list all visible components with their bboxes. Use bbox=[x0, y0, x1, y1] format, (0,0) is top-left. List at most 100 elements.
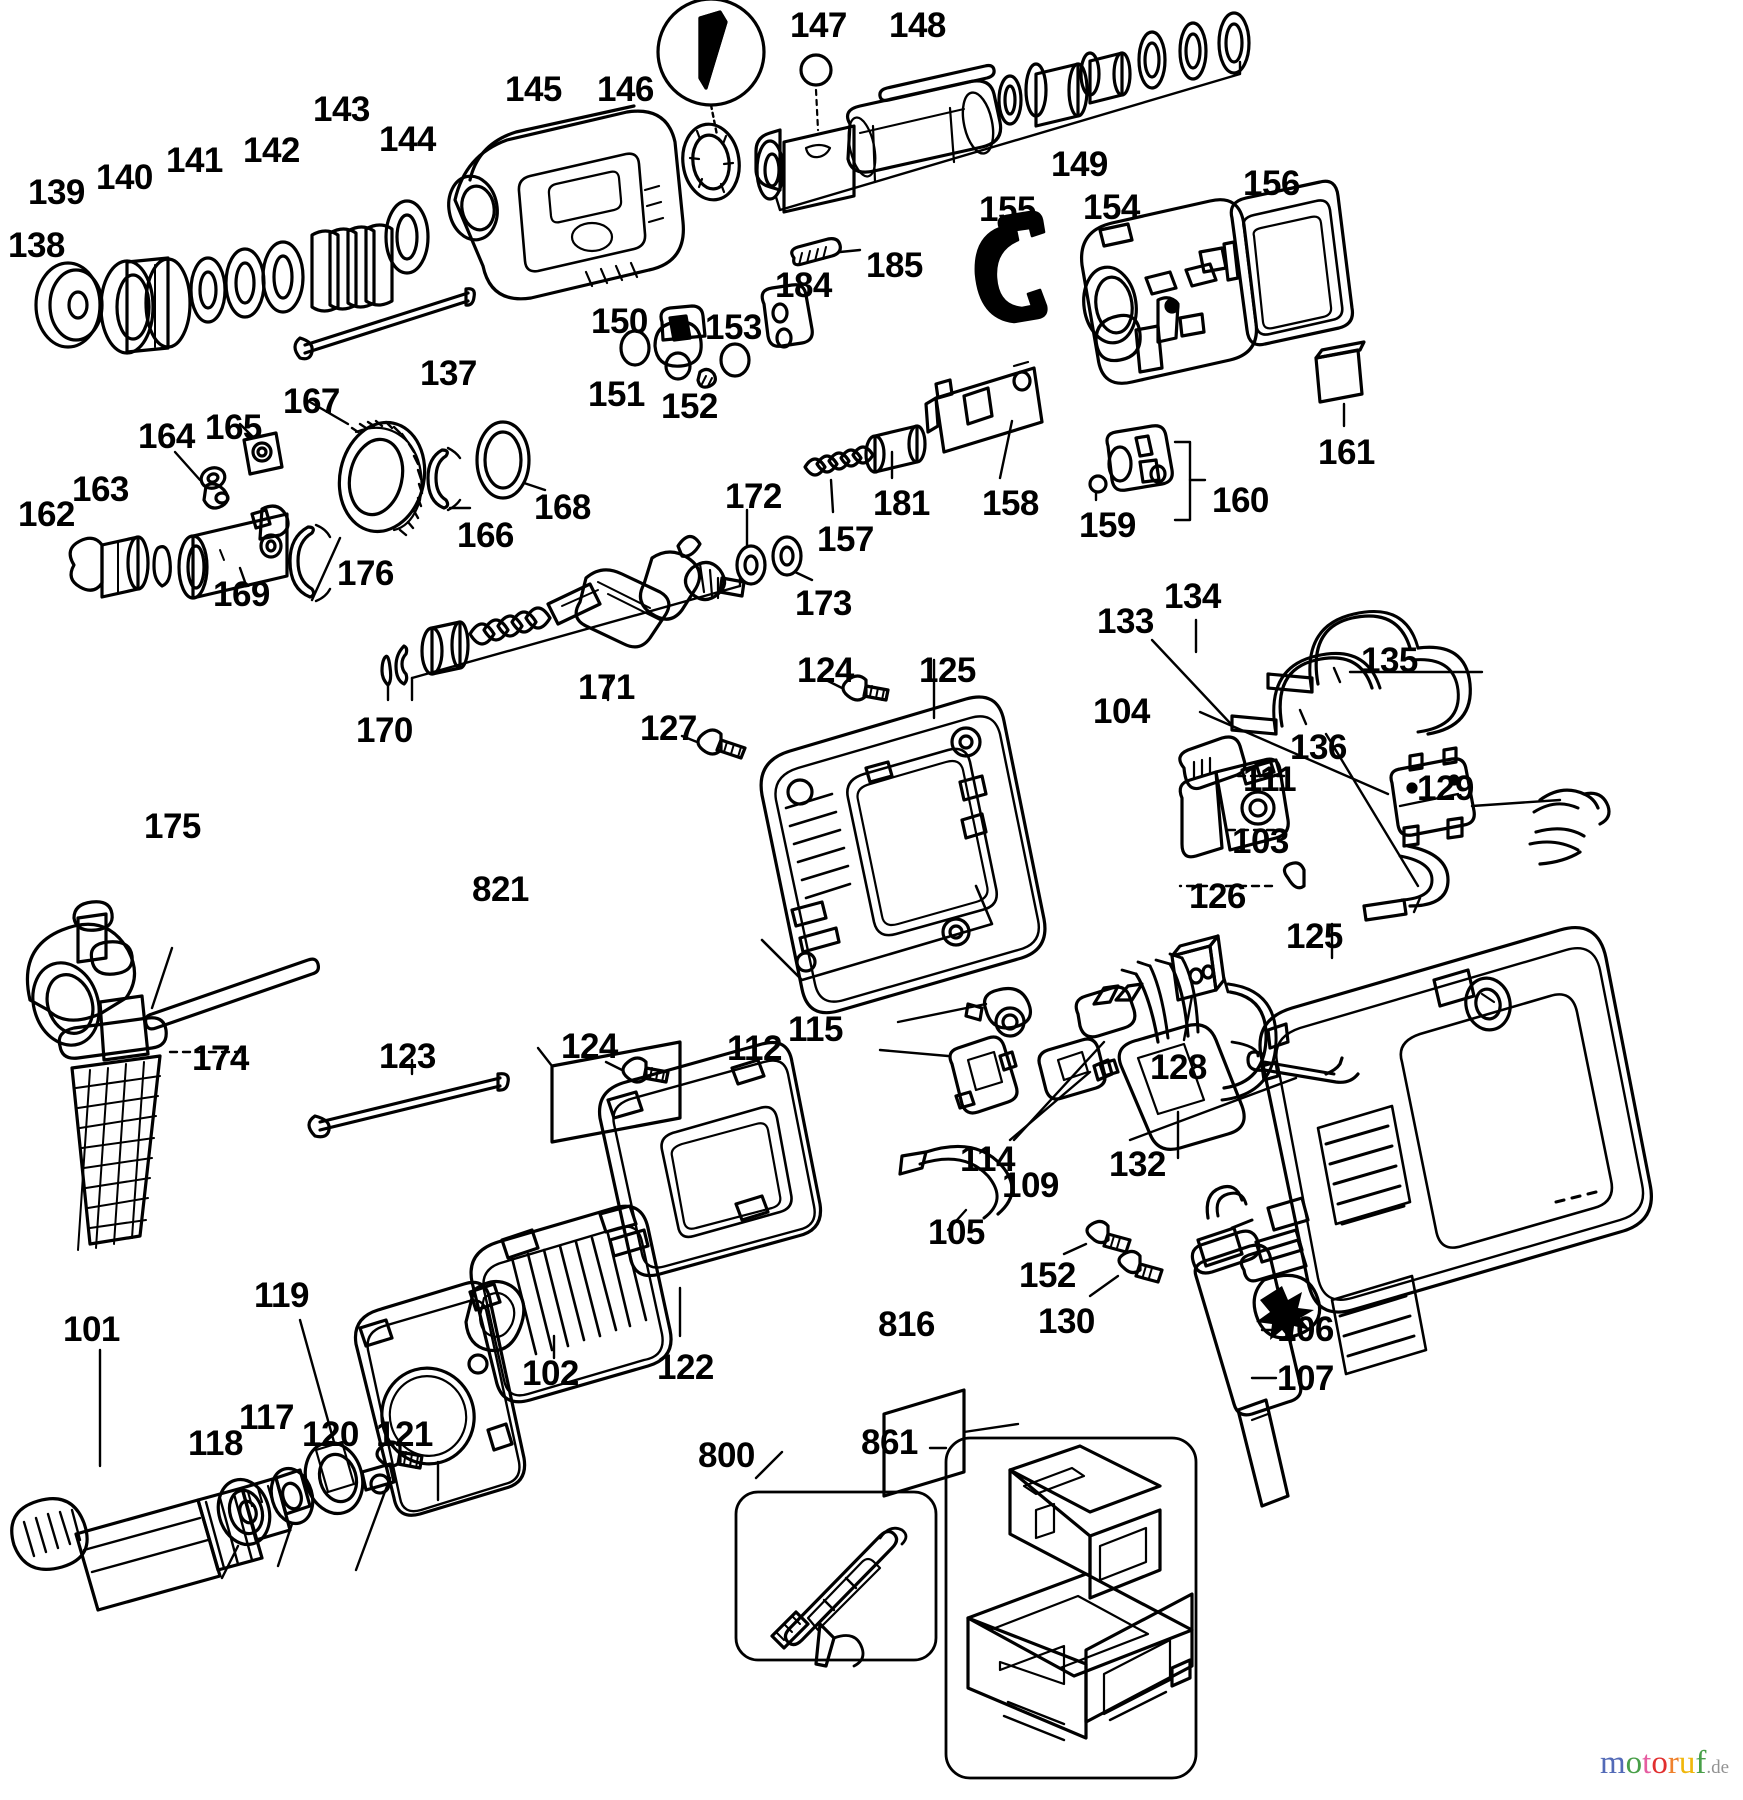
watermark-letter-o1: o bbox=[1625, 1745, 1643, 1781]
callout-158: 158 bbox=[982, 484, 1039, 523]
callout-119: 119 bbox=[254, 1276, 309, 1315]
part-150-151-152-153-mode-knob bbox=[619, 304, 751, 389]
part-133-wire-terminal bbox=[1150, 638, 1382, 736]
part-167-knurled-ring bbox=[308, 400, 427, 537]
callout-133: 133 bbox=[1097, 602, 1154, 641]
callout-124-lower: 124 bbox=[561, 1027, 618, 1066]
callout-114: 114 bbox=[960, 1140, 1015, 1179]
callout-181: 181 bbox=[873, 484, 930, 523]
part-137-screw bbox=[293, 287, 476, 361]
callout-115: 115 bbox=[788, 1010, 843, 1049]
part-166-snap-ring bbox=[426, 446, 472, 512]
part-122-motor-housing bbox=[597, 1040, 823, 1338]
part-144-washer bbox=[384, 199, 430, 275]
part-184-bracket bbox=[760, 283, 814, 349]
part-121-end-cap bbox=[353, 1280, 527, 1517]
part-106-107-cord bbox=[1190, 1184, 1322, 1508]
part-115-brush-cap bbox=[896, 986, 1032, 1038]
part-134-wire-terminal bbox=[1194, 610, 1420, 694]
callout-140: 140 bbox=[96, 158, 153, 197]
part-149-piston-assembly bbox=[754, 11, 1251, 214]
part-112-brush-holder bbox=[878, 1035, 1019, 1115]
callout-142: 142 bbox=[243, 131, 300, 170]
part-164-set-screw-pair bbox=[173, 450, 230, 510]
part-171-piston-assembly bbox=[394, 534, 746, 702]
callout-122: 122 bbox=[657, 1348, 714, 1387]
part-123-screw bbox=[307, 1058, 510, 1139]
callout-127: 127 bbox=[640, 709, 697, 748]
callout-151: 151 bbox=[588, 375, 645, 414]
part-169-coupling bbox=[177, 504, 290, 600]
callout-150: 150 bbox=[591, 302, 648, 341]
callout-124-upper: 124 bbox=[797, 651, 854, 690]
callout-176: 176 bbox=[337, 554, 394, 593]
callout-154: 154 bbox=[1083, 188, 1140, 227]
part-148-pin bbox=[878, 63, 996, 103]
part-136-wire-terminal bbox=[1324, 732, 1450, 922]
part-130-screw bbox=[1088, 1249, 1164, 1298]
callout-163: 163 bbox=[72, 470, 129, 509]
part-146-detail-bubble bbox=[656, 0, 766, 137]
callout-821: 821 bbox=[472, 870, 529, 909]
part-119-bearing bbox=[298, 1318, 365, 1516]
watermark-letter-u: u bbox=[1678, 1745, 1696, 1781]
part-142-washer bbox=[224, 247, 266, 319]
callout-149: 149 bbox=[1051, 145, 1108, 184]
part-128-connector bbox=[1170, 934, 1226, 1042]
callout-117: 117 bbox=[239, 1398, 294, 1437]
part-158-slider-plate bbox=[924, 360, 1044, 480]
callout-104: 104 bbox=[1093, 692, 1150, 731]
callout-174: 174 bbox=[192, 1039, 249, 1078]
callout-164: 164 bbox=[138, 417, 195, 456]
callout-123: 123 bbox=[379, 1037, 436, 1076]
part-104-brush-holder bbox=[1198, 710, 1476, 848]
callout-166: 166 bbox=[457, 516, 514, 555]
callout-147: 147 bbox=[790, 6, 847, 45]
part-154-gear-case bbox=[1079, 198, 1259, 385]
callout-105: 105 bbox=[928, 1213, 985, 1252]
callout-139: 139 bbox=[28, 173, 85, 212]
part-816-nameplate bbox=[882, 1388, 1020, 1498]
callout-156: 156 bbox=[1243, 164, 1300, 203]
callout-184: 184 bbox=[775, 266, 832, 305]
callout-145: 145 bbox=[505, 70, 562, 109]
callout-155: 155 bbox=[979, 190, 1036, 229]
callout-118: 118 bbox=[188, 1424, 243, 1463]
callout-861: 861 bbox=[861, 1423, 918, 1462]
callout-138: 138 bbox=[8, 226, 65, 265]
part-142b-washer bbox=[261, 240, 305, 314]
part-129-wire-harness bbox=[1470, 788, 1611, 866]
part-102-field-stator bbox=[464, 1204, 673, 1404]
callout-816: 816 bbox=[878, 1305, 935, 1344]
part-176-snap-ring bbox=[288, 523, 342, 603]
callout-157: 157 bbox=[817, 520, 874, 559]
callout-135: 135 bbox=[1361, 641, 1418, 680]
callout-130: 130 bbox=[1038, 1302, 1095, 1341]
callout-148: 148 bbox=[889, 6, 946, 45]
callout-106: 106 bbox=[1277, 1310, 1334, 1349]
part-125a-housing-half bbox=[759, 658, 1047, 1015]
part-174-side-handle bbox=[25, 900, 242, 1251]
callout-175: 175 bbox=[144, 807, 201, 846]
callout-136: 136 bbox=[1290, 728, 1347, 767]
callout-134: 134 bbox=[1164, 577, 1221, 616]
part-159-pin bbox=[1088, 474, 1108, 502]
part-147-oring bbox=[799, 53, 833, 132]
part-103-switch bbox=[1178, 757, 1290, 859]
watermark-letter-o2: o bbox=[1651, 1745, 1668, 1781]
callout-125-left: 125 bbox=[919, 651, 976, 690]
part-185-screw bbox=[790, 237, 862, 267]
callout-109: 109 bbox=[1002, 1166, 1059, 1205]
callout-170: 170 bbox=[356, 711, 413, 750]
watermark-letter-t: t bbox=[1642, 1745, 1652, 1781]
part-162-spindle-tip bbox=[68, 535, 150, 599]
part-138-washer bbox=[34, 261, 104, 349]
part-118-bearing bbox=[216, 1477, 272, 1580]
watermark-letter-m: m bbox=[1599, 1745, 1626, 1781]
callout-161: 161 bbox=[1318, 433, 1375, 472]
part-165-nut bbox=[238, 422, 284, 476]
part-170-small-ring bbox=[380, 654, 393, 702]
part-101-armature bbox=[10, 1348, 312, 1612]
part-821-nameplate bbox=[536, 1040, 682, 1144]
